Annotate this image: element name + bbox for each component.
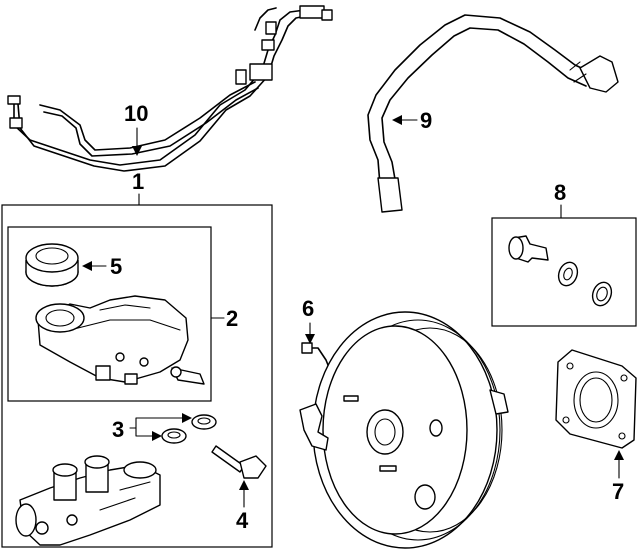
master-cylinder-bolt[interactable] [211,445,267,479]
brake-line-assembly[interactable] [7,5,333,172]
leader-7-arrow [614,450,624,460]
brake-fluid-reservoir[interactable] [35,295,205,385]
callout-2: 2 [226,306,238,331]
leader-3-arrow-b [152,431,162,441]
callout-5: 5 [110,254,122,279]
callout-1: 1 [132,169,144,194]
leader-3 [129,417,185,437]
leader-3-arrow-a [182,413,192,423]
leader-4-arrow [239,480,249,490]
reservoir-seals[interactable] [161,414,217,444]
brake-booster[interactable] [299,311,509,549]
reservoir-group-box [7,226,212,402]
callout-6: 6 [302,296,314,321]
booster-gasket[interactable] [555,349,637,449]
leader-9-arrow [392,115,402,125]
callout-8: 8 [554,180,566,205]
reservoir-cap[interactable] [25,243,79,287]
leader-10-arrow [132,146,142,156]
callout-7: 7 [612,479,624,504]
booster-ring[interactable] [589,280,614,309]
fastener-group-box [491,217,637,327]
callout-3: 3 [112,417,124,442]
callout-4: 4 [236,508,249,533]
callout-9: 9 [420,108,432,133]
leader-5-arrow [82,261,92,271]
vacuum-hose[interactable] [367,14,619,213]
leader-6-arrow [305,334,315,344]
callout-10: 10 [124,101,148,126]
master-cylinder-group-box [1,204,273,548]
booster-washer[interactable] [555,260,580,289]
master-cylinder[interactable] [15,455,161,546]
booster-stud[interactable] [508,235,549,263]
